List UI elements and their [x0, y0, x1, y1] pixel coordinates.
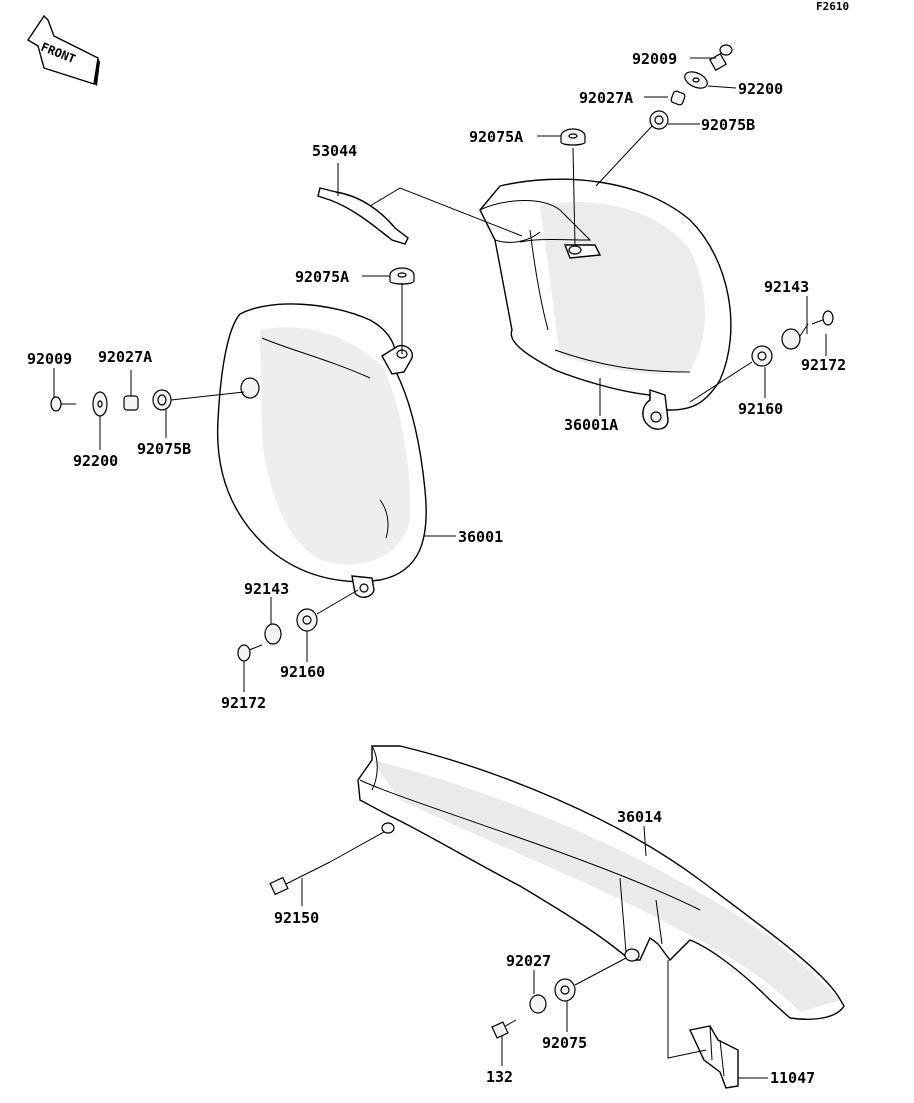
side-cover-left	[216, 303, 427, 598]
label-92172-right: 92172	[801, 356, 846, 374]
collar-92143-right-icon	[781, 328, 801, 350]
label-132: 132	[486, 1068, 513, 1086]
leader-lines	[53, 57, 827, 1079]
label-92075A-left: 92075A	[295, 268, 349, 286]
bolt-132-icon	[491, 1019, 517, 1039]
label-92027: 92027	[506, 952, 551, 970]
label-92200-top: 92200	[738, 80, 783, 98]
side-cover-right	[479, 178, 732, 430]
label-92027A-left: 92027A	[98, 348, 152, 366]
label-92075B-top: 92075B	[701, 116, 755, 134]
collar-92027A-top-icon	[670, 90, 686, 106]
grommet-92075A-top-icon	[560, 128, 586, 146]
label-92200-left: 92200	[73, 452, 118, 470]
grommet-92075-icon	[554, 978, 576, 1002]
label-92150: 92150	[274, 909, 319, 927]
strip-53044	[317, 187, 409, 245]
label-92075B-left: 92075B	[137, 440, 191, 458]
washer-92200-left-icon	[92, 391, 108, 417]
grommet-92160-right-icon	[751, 345, 773, 367]
label-92143-left: 92143	[244, 580, 289, 598]
collar-92143-left-icon	[264, 623, 282, 645]
label-92143-right: 92143	[764, 278, 809, 296]
label-36001: 36001	[458, 528, 503, 546]
label-92009-top: 92009	[632, 50, 677, 68]
diagram-code: F2610	[816, 0, 849, 13]
washer-92200-top-icon	[684, 71, 708, 89]
label-53044: 53044	[312, 142, 357, 160]
label-92160-right: 92160	[738, 400, 783, 418]
clip-11047-icon	[688, 1025, 739, 1089]
collar-92027A-left-icon	[123, 395, 139, 411]
screw-92172-left-icon	[237, 644, 263, 662]
bolt-92150-icon	[269, 861, 331, 896]
label-92009-left: 92009	[27, 350, 72, 368]
front-arrow-icon: FRONT	[27, 14, 100, 86]
label-92075A-top: 92075A	[469, 128, 523, 146]
label-11047: 11047	[770, 1069, 815, 1087]
grommet-92075B-top-icon	[649, 110, 669, 130]
label-36014: 36014	[617, 808, 662, 826]
collar-92027-icon	[529, 994, 547, 1014]
screw-92172-right-icon	[811, 310, 834, 326]
grommet-92075B-left-icon	[152, 389, 172, 411]
label-36001A: 36001A	[564, 416, 618, 434]
label-92160-left: 92160	[280, 663, 325, 681]
label-92075: 92075	[542, 1034, 587, 1052]
label-92027A-top: 92027A	[579, 89, 633, 107]
chain-cover	[357, 745, 845, 1020]
grommet-92160-left-icon	[296, 608, 318, 632]
bolt-92009-left-icon	[50, 396, 76, 412]
grommet-92075A-left-icon	[389, 267, 415, 285]
label-92172-left: 92172	[221, 694, 266, 712]
